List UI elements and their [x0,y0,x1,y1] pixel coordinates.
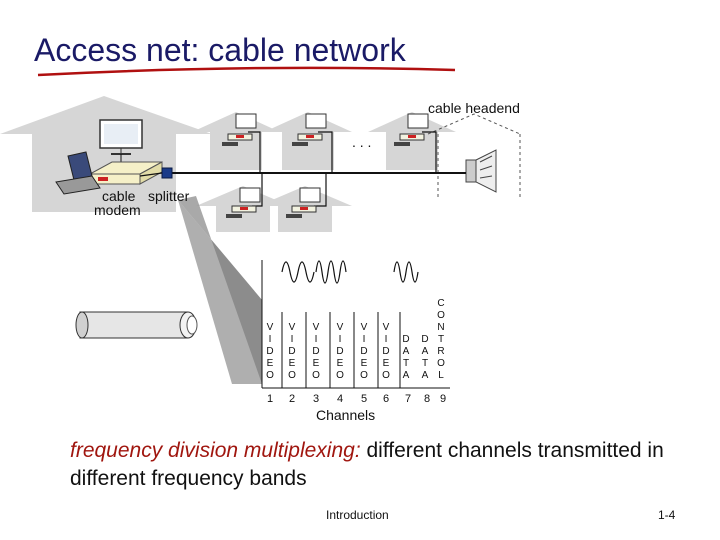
channel-number-8: 8 [423,393,431,405]
pc-icon-4 [226,187,261,218]
pc-icon-1 [222,113,257,146]
channel-number-6: 6 [382,393,390,405]
splitter-icon [161,167,173,179]
channels-label: Channels [316,407,376,423]
house-main [0,96,212,212]
title-underline [37,66,456,77]
cable-label: cable [102,188,136,204]
headend-building [427,113,521,200]
channel-number-1: 1 [266,393,274,405]
ellipsis-label: . . . [352,134,372,150]
channel-number-9: 9 [439,393,447,405]
pc-icon-3 [394,113,429,146]
channel-number-3: 3 [312,393,320,405]
pc-icon-2 [292,113,327,146]
zoom-cone-shadow [178,200,262,384]
caption: frequency division multiplexing: differe… [70,437,720,493]
caption-emphasis: frequency division multiplexing: [70,439,361,462]
tv-icon [99,119,143,155]
slide-title: Access net: cable network [34,32,406,68]
laptop-icon [55,151,101,195]
coax-cable-icon [75,311,198,339]
house-1 [192,112,280,170]
headend-router-icon [465,149,497,193]
signal-waves [281,260,419,284]
modem-label: modem [94,202,141,218]
channel-number-7: 7 [404,393,412,405]
house-2 [264,112,352,170]
house-3 [368,112,456,170]
channel-number-2: 2 [288,393,296,405]
splitter-label: splitter [148,188,190,204]
channel-number-5: 5 [360,393,368,405]
footer-section: Introduction [326,508,389,522]
channel-number-4: 4 [336,393,344,405]
cable-headend-label: cable headend [428,100,520,116]
caption-text: different channels transmitted in differ… [70,439,664,490]
cable-modem-icon [89,161,163,185]
slide-number: 1-4 [658,508,676,522]
pc-icon-5 [286,187,321,218]
